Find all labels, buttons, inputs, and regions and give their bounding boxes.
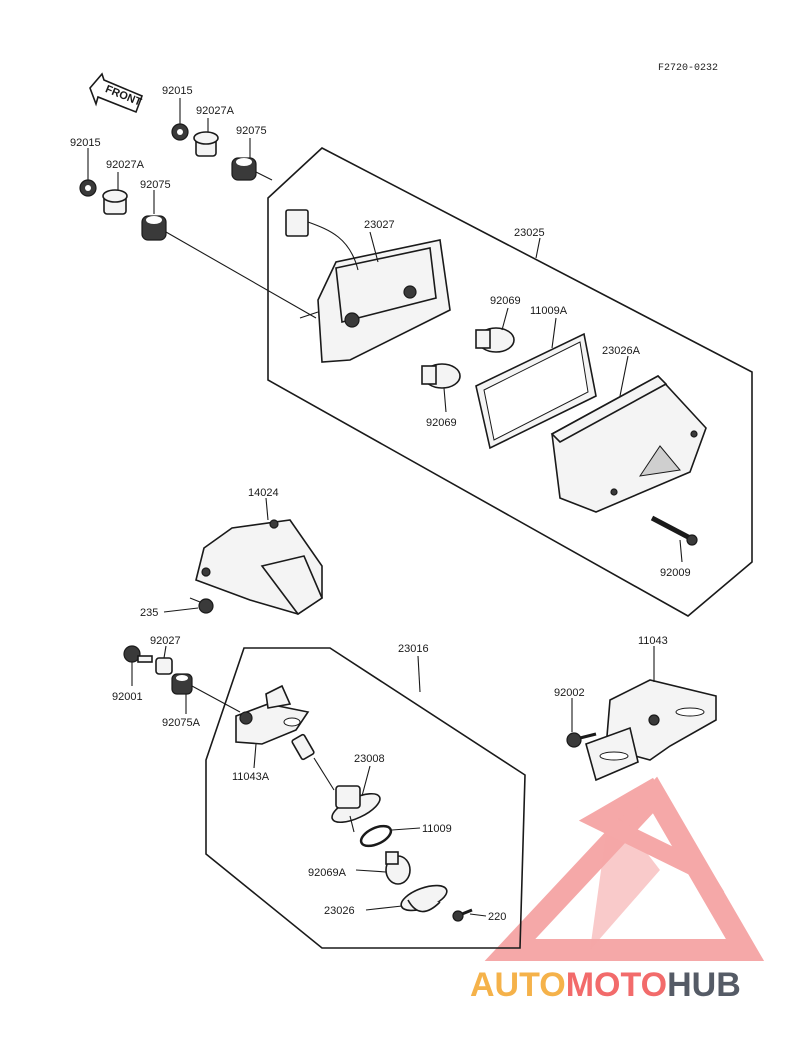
label-92069A: 92069A <box>308 867 347 879</box>
label-92075-a: 92075 <box>236 125 267 137</box>
label-92009: 92009 <box>660 567 691 579</box>
lamp-housing-23027 <box>285 209 451 363</box>
gasket-11009 <box>359 824 393 848</box>
part-labels: 92015 92027A 92075 92015 92027A 92075 23… <box>70 85 691 923</box>
diagram-code: F2720-0232 <box>658 63 718 74</box>
screw-92009 <box>650 515 698 546</box>
label-14024: 14024 <box>248 487 279 499</box>
watermark-auto: AUTO <box>470 966 566 1004</box>
bracket-11043 <box>585 679 717 782</box>
grommet-92075A <box>171 673 193 695</box>
gasket-11009A <box>475 332 597 450</box>
bolt-92001 <box>123 645 153 663</box>
bulb-92069A <box>385 851 411 885</box>
watermark-hub: HUB <box>667 966 741 1004</box>
socket-23008 <box>291 733 381 833</box>
lens-23026A <box>550 374 707 513</box>
label-23027: 23027 <box>364 219 395 231</box>
screw-220 <box>452 908 473 922</box>
watermark-text: AUTOMOTOHUB <box>470 966 741 1004</box>
label-23008: 23008 <box>354 753 385 765</box>
label-92069-a: 92069 <box>490 295 521 307</box>
label-23025: 23025 <box>514 227 545 239</box>
label-235: 235 <box>140 607 158 619</box>
label-23026A: 23026A <box>602 345 641 357</box>
cover-14024 <box>195 519 323 616</box>
label-220: 220 <box>488 911 506 923</box>
label-11009: 11009 <box>422 823 452 835</box>
bolt-92002 <box>566 732 597 748</box>
license-lamp-group-outline <box>205 647 526 949</box>
label-92075A: 92075A <box>162 717 201 729</box>
collar-92027A-b <box>102 189 128 215</box>
label-92001: 92001 <box>112 691 143 703</box>
label-23026: 23026 <box>324 905 355 917</box>
svg-text:AUTOMOTOHUB: AUTOMOTOHUB <box>470 966 741 1004</box>
label-11043: 11043 <box>638 635 668 647</box>
screw-235 <box>189 597 214 614</box>
leader-lines <box>87 98 683 917</box>
collar-92027 <box>155 657 173 675</box>
watermark-moto: MOTO <box>566 966 667 1004</box>
label-11043A: 11043A <box>232 771 270 783</box>
label-92075-b: 92075 <box>140 179 171 191</box>
watermark-logo <box>484 776 765 961</box>
bracket-11043A <box>235 684 310 745</box>
label-11009A: 11009A <box>530 305 568 317</box>
grommet-92075-b <box>141 215 167 241</box>
tail-lamp-group-outline <box>267 147 753 617</box>
lens-23026 <box>400 884 448 913</box>
bulb-92069-b <box>421 363 461 389</box>
label-23016: 23016 <box>398 643 429 655</box>
label-92027: 92027 <box>150 635 181 647</box>
label-92027A-b: 92027A <box>106 159 145 171</box>
grommet-92075-a <box>231 157 257 181</box>
bulb-92069-a <box>475 327 515 353</box>
nut-92015-a <box>171 123 189 141</box>
label-92002: 92002 <box>554 687 585 699</box>
nut-92015-b <box>79 179 97 197</box>
label-92069-b: 92069 <box>426 417 457 429</box>
label-92015-b: 92015 <box>70 137 101 149</box>
collar-92027A-a <box>193 131 219 157</box>
front-arrow: FRONT <box>89 72 143 114</box>
label-92015-a: 92015 <box>162 85 193 97</box>
label-92027A-a: 92027A <box>196 105 235 117</box>
